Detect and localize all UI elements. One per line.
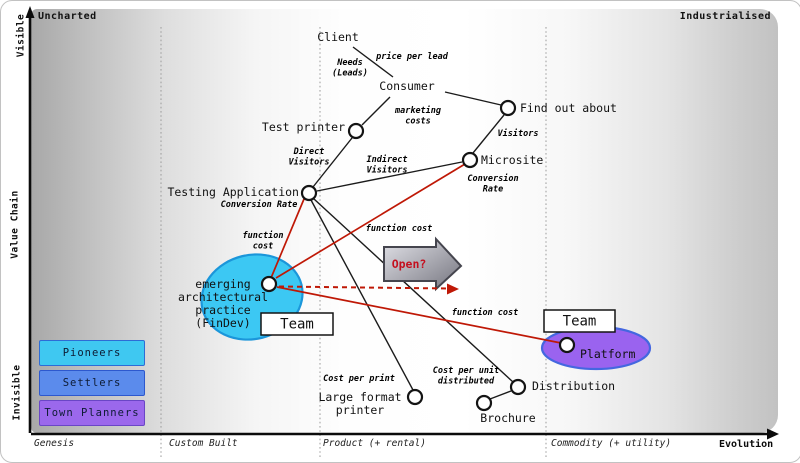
function-cost-dashed-arrow: [278, 285, 449, 290]
edge-label-2: costs: [405, 117, 431, 127]
edge-label-5: Visitors: [367, 165, 408, 176]
edge-label-5: Indirect: [367, 154, 408, 165]
edge-label-12: distributed: [438, 376, 495, 387]
node-label-test-printer: Test printer: [262, 120, 345, 134]
axis-label-invisible: Invisible: [11, 364, 23, 421]
node-label-consumer: Consumer: [379, 79, 434, 93]
legend-item-town-planners: Town Planners: [39, 400, 145, 426]
edge-label-4: Direct: [293, 146, 325, 157]
node-platform: [558, 336, 576, 354]
node-test-printer: [347, 122, 365, 140]
label-uncharted: Uncharted: [38, 11, 97, 22]
node-label-distribution: Distribution: [532, 379, 615, 393]
stage-label-product: Product (+ rental): [323, 438, 426, 449]
open-arrow: [383, 236, 463, 292]
edge-emerging-practice-microsite: [275, 163, 466, 279]
edge-label-8: function: [243, 230, 284, 241]
edge-distribution-brochure: [489, 390, 512, 400]
node-label-testing-application: Testing Application: [167, 185, 299, 199]
node-label-emerging-practice: architectural: [178, 290, 268, 304]
node-label-emerging-practice: emerging: [195, 277, 250, 291]
node-brochure: [475, 394, 493, 412]
edge-label-6: Conversion Rate: [221, 199, 298, 210]
dashed-arrow-head: [447, 283, 459, 295]
value-chain-axis-arrowhead: [25, 6, 35, 18]
node-label-emerging-practice: practice: [195, 303, 250, 317]
node-label-large-format-printer: printer: [336, 403, 385, 417]
edge-consumer-test-printer: [361, 96, 391, 126]
team-box-label-1: Team: [563, 314, 597, 330]
edge-label-4: Visitors: [289, 157, 330, 168]
team-box-1: [543, 309, 616, 333]
edge-client-consumer: [352, 46, 394, 78]
legend-item-pioneers: Pioneers: [39, 340, 145, 366]
edge-label-7: Rate: [483, 185, 503, 195]
stage-label-genesis: Genesis: [34, 438, 75, 449]
evolution-axis-arrowhead: [767, 428, 779, 440]
edge-label-7: Conversion: [467, 173, 518, 184]
axis-label-value-chain: Value Chain: [9, 190, 21, 259]
edge-label-8: cost: [253, 242, 273, 252]
edge-label-2: marketing: [394, 105, 441, 116]
edge-testing-application-emerging-practice: [270, 198, 305, 279]
node-label-platform: Platform: [580, 347, 635, 361]
map-plot-area: [31, 9, 778, 433]
edge-label-12: Cost per unit: [433, 365, 500, 376]
edge-label-1: Needs: [336, 58, 363, 68]
edge-microsite-testing-application: [316, 161, 463, 192]
node-distribution: [509, 378, 527, 396]
edge-label-1: (Leads): [332, 69, 368, 79]
axis-label-evolution: Evolution: [719, 439, 774, 450]
node-large-format-printer: [406, 388, 424, 406]
stage-label-custom-built: Custom Built: [169, 438, 238, 449]
edge-label-10: function cost: [452, 307, 519, 318]
node-testing-application: [300, 184, 318, 202]
team-box-label-0: Team: [280, 317, 314, 333]
node-label-large-format-printer: Large format: [318, 390, 401, 404]
edge-testing-application-distribution: [313, 198, 514, 383]
node-find-out-about: [499, 99, 517, 117]
team-box-0: [260, 312, 334, 336]
node-label-client: Client: [317, 30, 359, 44]
axis-label-visible: Visible: [15, 13, 27, 58]
edge-testing-application-large-format-printer: [310, 199, 414, 391]
stage-label-commodity: Commodity (+ utility): [551, 438, 672, 449]
legend-item-settlers: Settlers: [39, 370, 145, 396]
label-industrialised: Industrialised: [679, 11, 771, 22]
edge-label-3: Visitors: [498, 128, 539, 139]
node-emerging-practice: [260, 275, 278, 293]
edge-emerging-practice-platform: [276, 286, 562, 344]
node-label-find-out-about: Find out about: [520, 101, 617, 115]
edge-consumer-find-out-about: [444, 91, 502, 106]
node-label-microsite: Microsite: [481, 153, 543, 167]
open-arrow-label: Open?: [392, 257, 427, 271]
edge-label-11: Cost per print: [323, 373, 395, 384]
node-microsite: [461, 151, 479, 169]
edge-label-9: function cost: [366, 223, 433, 234]
edge-test-printer-testing-application: [312, 137, 353, 188]
edge-label-0: price per lead: [375, 51, 449, 62]
node-label-emerging-practice: (FinDev): [195, 316, 250, 330]
node-label-brochure: Brochure: [480, 411, 535, 425]
edge-find-out-about-microsite: [472, 114, 505, 154]
